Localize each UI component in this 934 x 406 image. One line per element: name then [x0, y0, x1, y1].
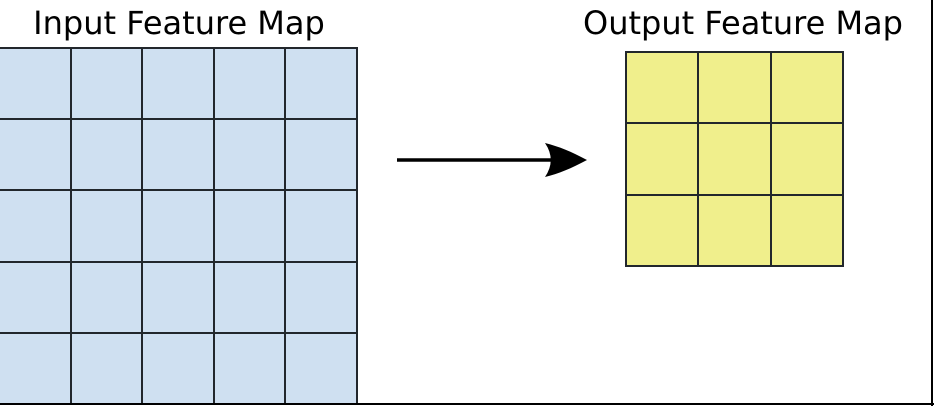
input-feature-map-grid	[0, 47, 358, 405]
feature-map-cell	[286, 333, 356, 403]
feature-map-cell	[71, 262, 142, 332]
output-feature-map-grid	[625, 51, 844, 267]
feature-map-cell	[627, 53, 698, 123]
feature-map-cell	[699, 124, 770, 194]
feature-map-cell	[286, 120, 356, 190]
feature-map-cell	[0, 191, 70, 261]
output-feature-map-title: Output Feature Map	[583, 4, 903, 42]
frame-right-border	[931, 0, 933, 406]
feature-map-cell	[627, 195, 698, 265]
feature-map-cell	[699, 53, 770, 123]
feature-map-cell	[71, 49, 142, 119]
feature-map-cell	[143, 333, 213, 403]
feature-map-cell	[143, 120, 213, 190]
feature-map-cell	[699, 195, 770, 265]
feature-map-cell	[0, 49, 70, 119]
feature-map-cell	[143, 49, 213, 119]
feature-map-cell	[214, 191, 285, 261]
feature-map-cell	[771, 53, 842, 123]
feature-map-cell	[0, 262, 70, 332]
feature-map-cell	[771, 124, 842, 194]
feature-map-cell	[0, 333, 70, 403]
feature-map-cell	[286, 191, 356, 261]
right-arrow-icon	[397, 143, 587, 177]
feature-map-cell	[214, 120, 285, 190]
feature-map-cell	[143, 191, 213, 261]
feature-map-cell	[71, 333, 142, 403]
feature-map-cell	[771, 195, 842, 265]
feature-map-cell	[214, 333, 285, 403]
feature-map-cell	[0, 120, 70, 190]
feature-map-cell	[71, 191, 142, 261]
frame-bottom-border	[0, 402, 934, 405]
feature-map-cell	[214, 49, 285, 119]
feature-map-cell	[286, 49, 356, 119]
feature-map-cell	[71, 120, 142, 190]
feature-map-cell	[627, 124, 698, 194]
feature-map-cell	[214, 262, 285, 332]
input-feature-map-title: Input Feature Map	[33, 4, 325, 42]
feature-map-cell	[286, 262, 356, 332]
feature-map-cell	[143, 262, 213, 332]
